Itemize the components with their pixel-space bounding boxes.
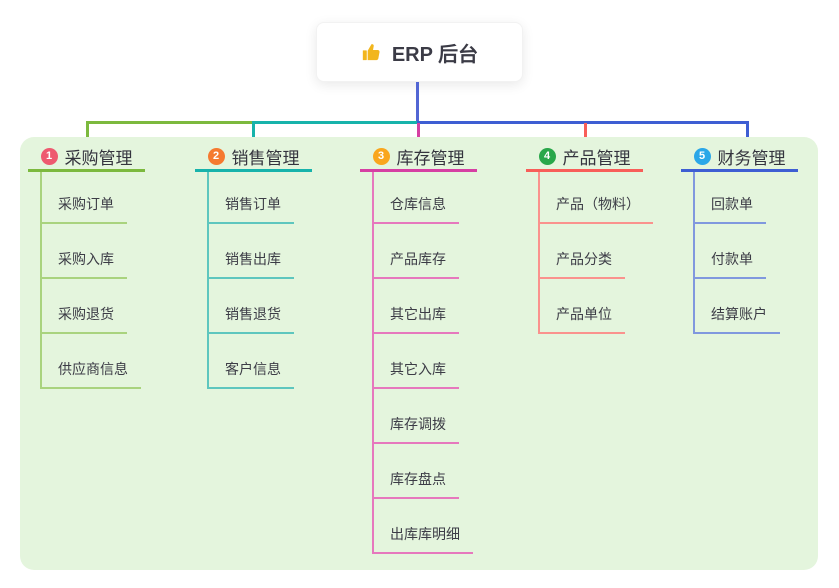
branch-title: 库存管理 bbox=[396, 148, 465, 168]
branch-purchase-management: 1 采购管理 采购订单 采购入库 采购退货 供应商信息 bbox=[28, 147, 145, 389]
branch-node[interactable]: 2 销售管理 bbox=[195, 147, 312, 172]
child-node[interactable]: 产品（物料） bbox=[540, 172, 653, 224]
branch-product-management: 4 产品管理 产品（物料） 产品分类 产品单位 bbox=[526, 147, 653, 334]
child-node[interactable]: 产品单位 bbox=[540, 279, 625, 334]
child-node[interactable]: 产品分类 bbox=[540, 224, 625, 279]
child-node[interactable]: 采购入库 bbox=[42, 224, 127, 279]
child-node[interactable]: 付款单 bbox=[695, 224, 766, 279]
branch-title: 财务管理 bbox=[717, 148, 786, 168]
branch-node[interactable]: 4 产品管理 bbox=[526, 147, 643, 172]
child-node[interactable]: 仓库信息 bbox=[374, 172, 459, 224]
child-node[interactable]: 采购退货 bbox=[42, 279, 127, 334]
branch-number-badge: 2 bbox=[207, 147, 225, 165]
child-node[interactable]: 库存调拨 bbox=[374, 389, 459, 444]
root-connector-line bbox=[416, 82, 419, 124]
drop-line-branch5 bbox=[746, 121, 749, 151]
child-node[interactable]: 销售出库 bbox=[209, 224, 294, 279]
connector-h-branch2 bbox=[252, 121, 418, 124]
branch-node[interactable]: 1 采购管理 bbox=[28, 147, 145, 172]
branch-children: 采购订单 采购入库 采购退货 供应商信息 bbox=[40, 172, 141, 389]
connector-h-branch5 bbox=[417, 121, 749, 124]
child-node[interactable]: 其它出库 bbox=[374, 279, 459, 334]
branch-node[interactable]: 5 财务管理 bbox=[681, 147, 798, 172]
branch-number-badge: 5 bbox=[693, 147, 711, 165]
child-node[interactable]: 出库库明细 bbox=[374, 499, 473, 554]
root-node-erp[interactable]: ERP 后台 bbox=[316, 22, 523, 82]
branch-children: 产品（物料） 产品分类 产品单位 bbox=[538, 172, 653, 334]
child-node[interactable]: 产品库存 bbox=[374, 224, 459, 279]
drop-line-branch1 bbox=[86, 121, 89, 146]
child-node[interactable]: 供应商信息 bbox=[42, 334, 141, 389]
branch-number-badge: 1 bbox=[40, 147, 58, 165]
branch-title: 采购管理 bbox=[64, 148, 133, 168]
branch-sales-management: 2 销售管理 销售订单 销售出库 销售退货 客户信息 bbox=[195, 147, 312, 389]
branch-title: 产品管理 bbox=[562, 148, 631, 168]
branch-children: 回款单 付款单 结算账户 bbox=[693, 172, 780, 334]
branch-inventory-management: 3 库存管理 仓库信息 产品库存 其它出库 其它入库 库存调拨 库存盘点 出库库… bbox=[360, 147, 477, 554]
branch-number-badge: 3 bbox=[372, 147, 390, 165]
child-node[interactable]: 回款单 bbox=[695, 172, 766, 224]
child-node[interactable]: 客户信息 bbox=[209, 334, 294, 389]
child-node[interactable]: 结算账户 bbox=[695, 279, 780, 334]
thumbs-up-icon bbox=[361, 41, 383, 63]
connector-h-branch1 bbox=[86, 121, 255, 124]
root-node-label: ERP 后台 bbox=[391, 43, 479, 66]
child-node[interactable]: 库存盘点 bbox=[374, 444, 459, 499]
branch-finance-management: 5 财务管理 回款单 付款单 结算账户 bbox=[681, 147, 798, 334]
branch-children: 仓库信息 产品库存 其它出库 其它入库 库存调拨 库存盘点 出库库明细 bbox=[372, 172, 473, 554]
branch-children: 销售订单 销售出库 销售退货 客户信息 bbox=[207, 172, 294, 389]
child-node[interactable]: 销售退货 bbox=[209, 279, 294, 334]
drop-line-branch2 bbox=[252, 121, 255, 148]
branch-node[interactable]: 3 库存管理 bbox=[360, 147, 477, 172]
drop-line-branch4 bbox=[584, 123, 587, 150]
child-node[interactable]: 其它入库 bbox=[374, 334, 459, 389]
branch-number-badge: 4 bbox=[538, 147, 556, 165]
branch-title: 销售管理 bbox=[231, 148, 300, 168]
child-node[interactable]: 采购订单 bbox=[42, 172, 127, 224]
child-node[interactable]: 销售订单 bbox=[209, 172, 294, 224]
